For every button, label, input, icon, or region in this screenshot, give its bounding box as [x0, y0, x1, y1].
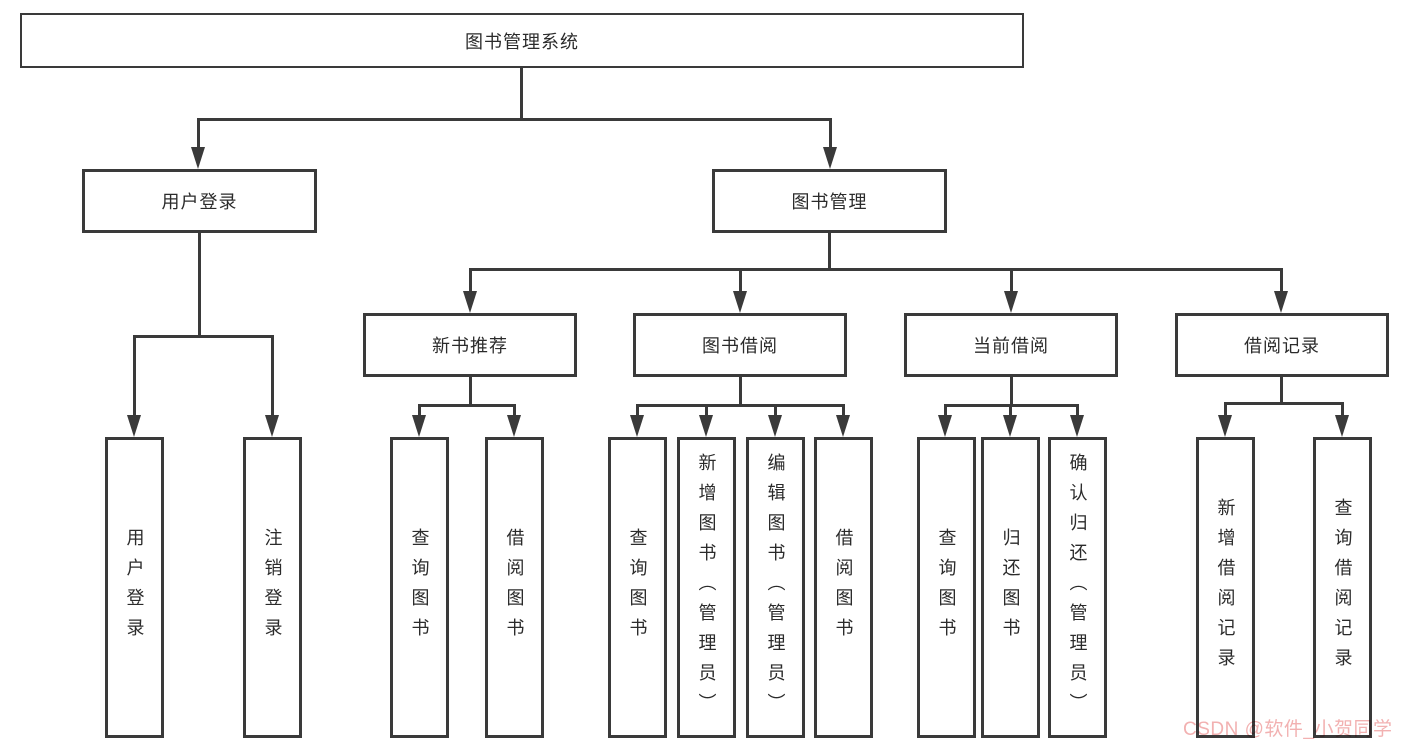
connector-line — [1009, 404, 1012, 418]
node-label: 图书管理 — [791, 192, 868, 212]
arrow-head — [938, 415, 952, 437]
arrow-head — [836, 415, 850, 437]
connector-line — [198, 233, 201, 338]
connector-line — [197, 118, 200, 150]
connector-line — [1010, 268, 1013, 294]
node-leaf-query-books-recommend: 查询图书 — [390, 437, 449, 738]
arrow-head — [1003, 415, 1017, 437]
node-label: 借阅记录 — [1244, 336, 1320, 356]
connector-line — [1224, 402, 1227, 418]
connector-line — [133, 335, 273, 338]
node-leaf-return-books: 归还图书 — [981, 437, 1040, 738]
arrow-head — [699, 415, 713, 437]
connector-line — [1341, 402, 1344, 418]
arrow-head — [507, 415, 521, 437]
arrow-head — [1218, 415, 1232, 437]
node-leaf-add-books-admin: 新增图书（管理员） — [677, 437, 736, 738]
node-label: 查询图书 — [936, 527, 957, 648]
connector-line — [828, 233, 831, 271]
node-label: 借阅图书 — [504, 527, 525, 648]
arrow-head — [412, 415, 426, 437]
csdn-watermark: CSDN @软件_小贺同学 — [1183, 719, 1393, 740]
arrow-head — [733, 291, 747, 313]
node-label: 用户登录 — [161, 192, 238, 212]
node-label: 借阅图书 — [833, 527, 854, 648]
node-leaf-user-login: 用户登录 — [105, 437, 164, 738]
connector-line — [705, 404, 708, 418]
node-leaf-add-borrow-record: 新增借阅记录 — [1196, 437, 1255, 738]
node-label: 查询图书 — [409, 527, 430, 648]
node-leaf-edit-books-admin: 编辑图书（管理员） — [746, 437, 805, 738]
arrow-head — [463, 291, 477, 313]
connector-line — [1010, 377, 1013, 407]
node-leaf-borrow-books-recommend: 借阅图书 — [485, 437, 544, 738]
connector-line — [469, 268, 1283, 271]
connector-line — [829, 118, 832, 150]
connector-line — [739, 268, 742, 294]
node-leaf-query-books-borrowing: 查询图书 — [608, 437, 667, 738]
node-leaf-borrow-books: 借阅图书 — [814, 437, 873, 738]
node-label: 新书推荐 — [432, 336, 508, 356]
connector-line — [636, 404, 845, 407]
connector-line — [842, 404, 845, 418]
node-current-borrowing: 当前借阅 — [904, 313, 1118, 377]
node-label: 新增借阅记录 — [1215, 497, 1236, 678]
node-label: 查询图书 — [627, 527, 648, 648]
arrow-head — [1070, 415, 1084, 437]
connector-line — [1224, 402, 1343, 405]
node-label: 用户登录 — [124, 527, 145, 648]
arrow-head — [265, 415, 279, 437]
arrow-head — [768, 415, 782, 437]
arrow-head — [1004, 291, 1018, 313]
node-label: 新增图书（管理员） — [696, 452, 717, 723]
arrow-head — [630, 415, 644, 437]
arrow-head — [127, 415, 141, 437]
connector-line — [271, 335, 274, 417]
node-label: 图书借阅 — [702, 336, 778, 356]
node-leaf-query-books-current: 查询图书 — [917, 437, 976, 738]
connector-line — [197, 118, 832, 121]
connector-line — [1280, 268, 1283, 294]
node-new-book-recommend: 新书推荐 — [363, 313, 577, 377]
node-leaf-confirm-return-admin: 确认归还（管理员） — [1048, 437, 1107, 738]
connector-line — [133, 335, 136, 417]
connector-line — [520, 68, 523, 119]
node-label: 注销登录 — [262, 527, 283, 648]
connector-line — [418, 404, 421, 418]
node-label: 确认归还（管理员） — [1067, 452, 1088, 723]
node-user-login: 用户登录 — [82, 169, 317, 233]
connector-line — [418, 404, 516, 407]
node-borrowing-records: 借阅记录 — [1175, 313, 1389, 377]
connector-line — [739, 377, 742, 407]
node-leaf-logout: 注销登录 — [243, 437, 302, 738]
arrow-head — [191, 147, 205, 169]
node-leaf-query-borrow-record: 查询借阅记录 — [1313, 437, 1372, 738]
connector-line — [469, 377, 472, 407]
node-label: 归还图书 — [1000, 527, 1021, 648]
node-label: 编辑图书（管理员） — [765, 452, 786, 723]
connector-line — [774, 404, 777, 418]
connector-line — [513, 404, 516, 418]
arrow-head — [823, 147, 837, 169]
node-label: 查询借阅记录 — [1332, 497, 1353, 678]
connector-line — [1076, 404, 1079, 418]
node-library-management-system: 图书管理系统 — [20, 13, 1024, 68]
connector-line — [1280, 377, 1283, 405]
connector-line — [469, 268, 472, 294]
node-label: 当前借阅 — [973, 336, 1049, 356]
connector-line — [944, 404, 947, 418]
arrow-head — [1274, 291, 1288, 313]
node-book-borrowing: 图书借阅 — [633, 313, 847, 377]
connector-line — [636, 404, 639, 418]
node-book-management: 图书管理 — [712, 169, 947, 233]
arrow-head — [1335, 415, 1349, 437]
node-label: 图书管理系统 — [465, 31, 579, 52]
